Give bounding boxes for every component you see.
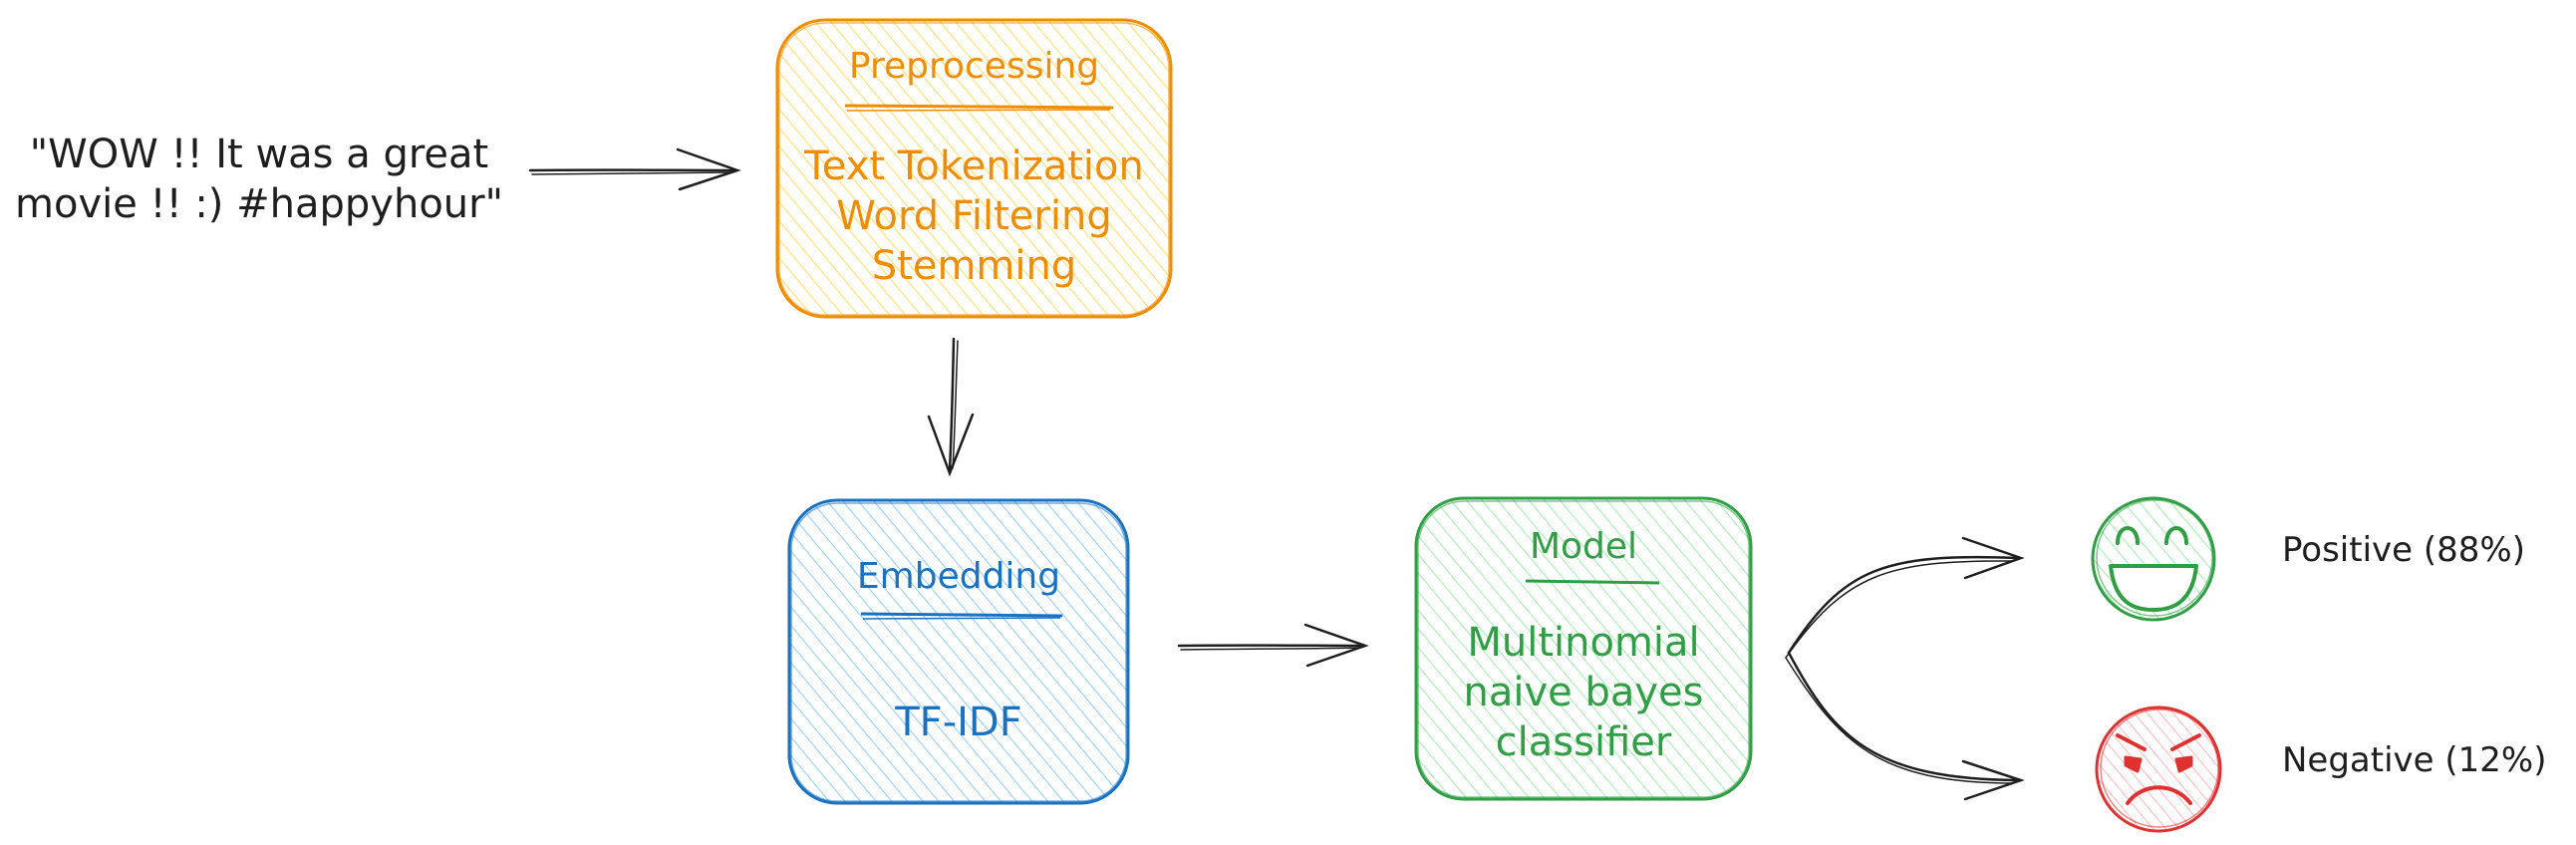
- arrow-model-to-negative: [1785, 651, 2025, 801]
- preprocessing-step: Word Filtering: [836, 193, 1112, 239]
- preprocessing-title: Preprocessing: [848, 46, 1100, 87]
- positive-label: Positive (88%): [2282, 530, 2525, 570]
- model-title: Model: [1529, 526, 1638, 567]
- embedding-box: [787, 498, 1130, 805]
- model-description: Multinomial naive bayes classifier: [1416, 618, 1751, 767]
- input-text-line-2: movie !! :) #happyhour": [15, 181, 503, 227]
- input-text-line-1: "WOW !! It was a great: [29, 132, 489, 177]
- model-line: naive bayes: [1463, 670, 1704, 715]
- preprocessing-steps: Text Tokenization Word Filtering Stemmin…: [777, 141, 1171, 291]
- angry-face-icon: [2095, 705, 2222, 833]
- model-box: [1414, 496, 1753, 801]
- input-text: "WOW !! It was a great movie !! :) #happ…: [10, 130, 508, 229]
- embedding-title: Embedding: [856, 556, 1061, 597]
- preprocessing-step: Stemming: [871, 243, 1077, 289]
- happy-face-icon: [2091, 496, 2216, 622]
- preprocessing-step: Text Tokenization: [804, 143, 1144, 189]
- arrow-preprocessing-to-embedding: [927, 337, 975, 477]
- negative-label: Negative (12%): [2282, 740, 2547, 780]
- model-line: classifier: [1495, 719, 1672, 765]
- embedding-method: TF-IDF: [895, 700, 1022, 745]
- arrow-input-to-preprocessing: [528, 147, 741, 191]
- model-line: Multinomial: [1467, 620, 1700, 666]
- arrow-embedding-to-model: [1177, 623, 1369, 668]
- preprocessing-box: [775, 18, 1173, 319]
- arrow-model-to-positive: [1785, 536, 2025, 659]
